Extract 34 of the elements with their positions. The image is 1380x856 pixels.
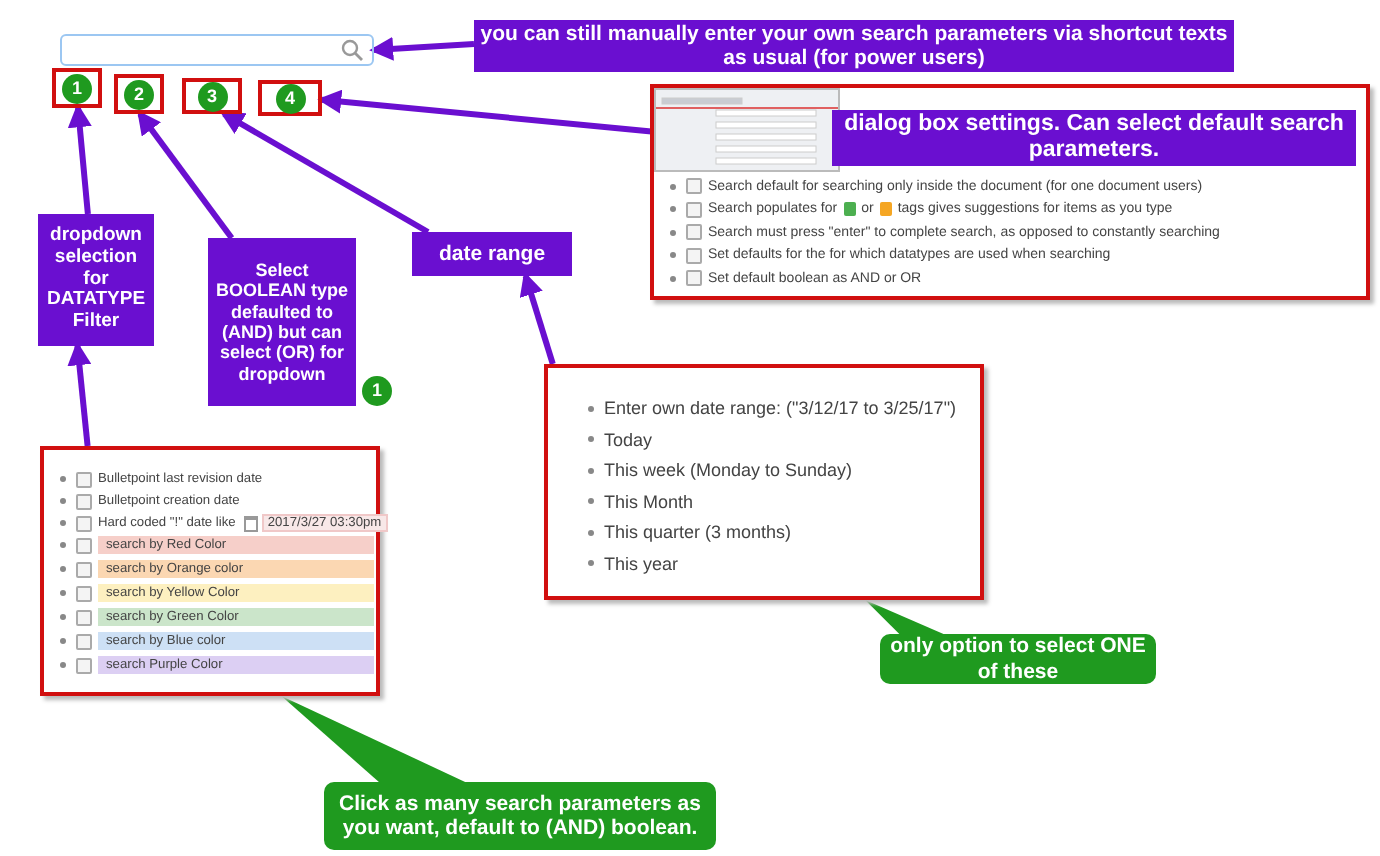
item-text: This quarter (3 months) [604,522,792,542]
callout-tail [281,696,466,782]
arrow [219,111,430,235]
arrow [137,110,235,240]
search-field [60,34,374,66]
step-number: 4 [275,83,305,113]
note-box: date range [412,232,572,276]
step-number: 2 [124,79,154,109]
options-panel [650,84,1370,300]
options-panel [544,364,984,600]
step-frame [52,68,102,108]
step-number: 3 [197,81,227,111]
item-text: This Month [604,491,694,511]
item-text: Today [604,429,653,449]
speech-bubble: Click as many search parameters as you want, default to (AND) boolean. [324,782,716,850]
heading-banner: dialog box settings. Can select default search parameters. [832,110,1356,166]
arrow [519,271,556,365]
screenshot-picture [654,88,840,172]
number-badge: 1 [362,376,392,406]
callout-tail [865,600,944,634]
note-box: dropdown selection for DATATYPE Filter [38,214,154,346]
item-text: This week (Monday to Sunday) [604,460,853,480]
note-box: you can still manually enter your own search parameters via shortcut texts as usual (for power users) [474,20,1234,72]
step-number: 1 [62,73,92,103]
step-frame [182,78,242,114]
note-box: Select BOOLEAN type defaulted to (AND) but can select (OR) for dropdown [208,238,356,406]
step-frame [114,74,164,114]
item-text: Enter own date range: ("3/12/17 to 3/25/17") [604,398,957,418]
arrow [67,103,92,215]
item-text: This year [604,553,679,573]
arrow [317,89,655,135]
step-frame [258,80,322,116]
arrow [369,36,475,61]
arrow [67,341,92,447]
